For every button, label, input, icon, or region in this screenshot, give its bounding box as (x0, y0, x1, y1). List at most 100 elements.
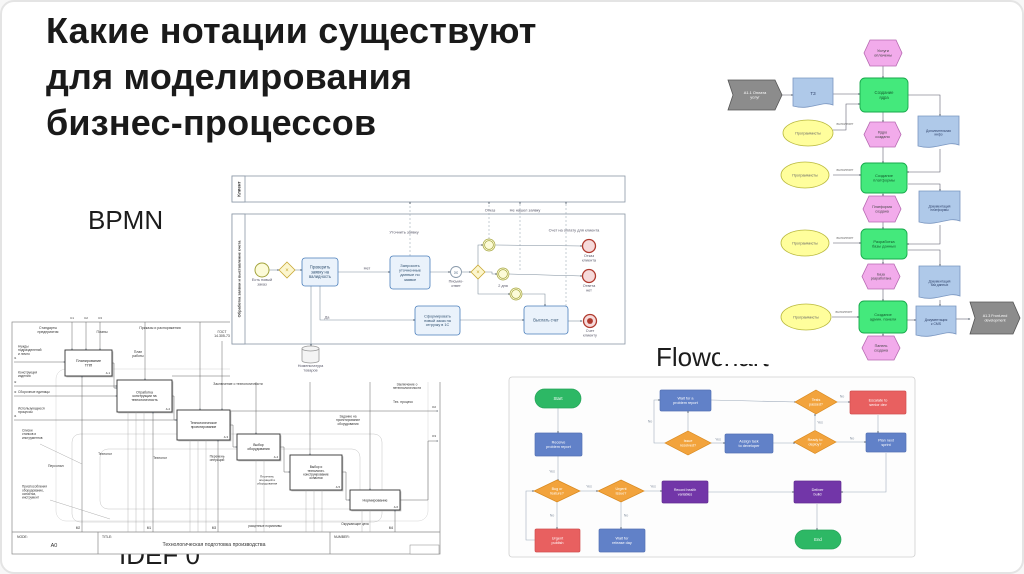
c-label: C3 (98, 316, 102, 320)
edge (525, 490, 535, 541)
i-label: I3 (14, 390, 17, 394)
intermediate-event (509, 287, 523, 301)
edge-label: Yes (817, 420, 823, 424)
flow-label: Технолог (98, 452, 113, 456)
flow (280, 446, 291, 473)
svg-text:А.2: А.2 (166, 407, 171, 411)
i-label: I4 (14, 414, 17, 418)
flow-label: Не нашел заявку (510, 207, 541, 212)
svg-text:O3: O3 (432, 434, 436, 438)
svg-text:O2: O2 (432, 405, 436, 409)
node-label: NODE: (17, 535, 28, 539)
m-label: М1 (147, 526, 152, 530)
svg-text:Start: Start (553, 396, 563, 401)
svg-text:Отказ: Отказ (485, 207, 496, 212)
svg-text:А.5: А.5 (336, 485, 341, 489)
lane-label-main: Обработка заявки и выставление счета (236, 240, 241, 318)
svg-text:Технолог: Технолог (98, 452, 113, 456)
svg-text:2 дня: 2 дня (498, 284, 508, 288)
svg-text:Технолог: Технолог (153, 456, 168, 460)
svg-text:I3: I3 (14, 390, 17, 394)
edge-label: выполняет (836, 310, 853, 314)
flow (908, 183, 941, 192)
flow-label: Технолог (153, 456, 168, 460)
svg-text:Письмо-ответ: Письмо-ответ (449, 280, 464, 288)
svg-text:×: × (476, 270, 480, 276)
edge (653, 399, 665, 444)
number-box (409, 544, 440, 555)
svg-text:C3: C3 (98, 316, 102, 320)
edge-label: Yes (549, 469, 555, 473)
callout (39, 443, 83, 465)
slide-title: Какие нотации существуют для моделирован… (46, 10, 537, 144)
flow-label: Счет на оплату для клиента (549, 227, 601, 232)
o-label: O2 (432, 405, 436, 409)
flow (319, 286, 416, 321)
output-label: Тех. процесс (393, 400, 413, 404)
flow (508, 273, 583, 277)
flow-label: Нет (364, 265, 371, 270)
epc-role: Программисты (780, 229, 830, 257)
mechanism-label: расценные нормативы (248, 524, 282, 528)
flow (833, 103, 861, 131)
lane-label-client: Клиент (237, 180, 242, 196)
svg-text:No: No (624, 513, 629, 517)
edge-label: No (840, 394, 845, 398)
svg-text:TITLE:: TITLE: (102, 535, 112, 539)
svg-text:No: No (840, 394, 845, 398)
svg-text:М3: М3 (212, 526, 217, 530)
svg-text:End: End (814, 537, 822, 542)
m-label: М2 (76, 526, 81, 530)
svg-text:Обработка заявки и выставление: Обработка заявки и выставление счета (236, 240, 241, 318)
flow (908, 249, 941, 267)
flow-label: Уточнить заявку (389, 229, 418, 234)
svg-text:✉: ✉ (454, 270, 458, 276)
svg-text:Yes: Yes (715, 437, 721, 441)
svg-text:А.3: А.3 (224, 435, 229, 439)
edge (710, 399, 797, 403)
edge-label: No (624, 513, 629, 517)
svg-text:Yes: Yes (650, 484, 656, 488)
epc-role: Программисты (782, 119, 834, 147)
